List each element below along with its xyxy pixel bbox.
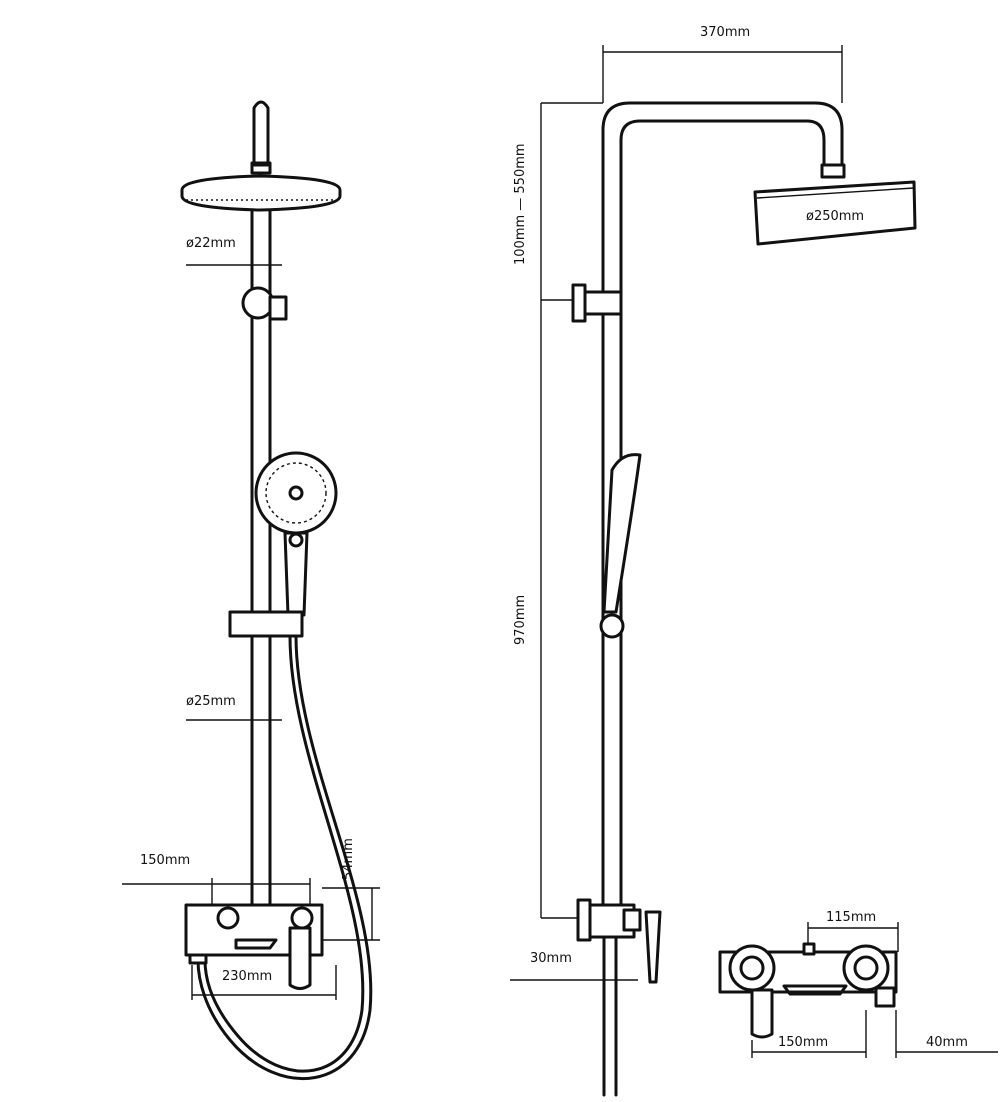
side-mixer-lever — [644, 910, 662, 984]
shower-arm — [601, 101, 844, 297]
dim-label-arm-length: 370mm — [700, 25, 750, 40]
dim-label-mixer-offset: 150mm — [140, 853, 190, 868]
dim-mixer-offset: 150mm — [122, 853, 311, 905]
dim-head-diameter: ø250mm — [806, 209, 864, 224]
side-shower-head — [753, 180, 917, 246]
hand-shower-handle — [283, 531, 309, 617]
dim-valve-depth: 40mm — [895, 1010, 998, 1058]
spout-outlet — [188, 953, 208, 965]
shower-arm-inner — [619, 119, 826, 297]
hand-shower-head — [254, 451, 338, 535]
slide-bracket — [228, 610, 304, 638]
side-hand-shower — [602, 453, 642, 614]
mixer-knob-left — [216, 906, 240, 930]
dim-spout-length: 230mm — [191, 965, 337, 1000]
dim-label-valve-width: 115mm — [826, 910, 876, 925]
dim-pipe-top: ø22mm — [186, 236, 282, 266]
overhead-shower-head — [180, 174, 342, 212]
valve-top-view: 115mm 150mm 40mm — [718, 910, 998, 1058]
valve-top-port — [802, 942, 816, 956]
side-mixer-port — [622, 908, 642, 932]
mixer-lever — [288, 926, 312, 990]
side-mixer-knob — [576, 898, 592, 942]
shower-hose-inner — [203, 634, 365, 1073]
dim-label-head-diameter: ø250mm — [806, 209, 864, 224]
shower-hose — [196, 634, 373, 1081]
valve-left-handle-core — [739, 955, 765, 981]
spout-detail — [234, 938, 278, 950]
dim-mixer-height: 54mm — [322, 838, 380, 941]
valve-spout-detail — [782, 984, 848, 996]
side-diverter-knob — [571, 283, 587, 323]
valve-right-handle-core — [853, 955, 879, 981]
dim-label-valve-centers: 150mm — [778, 1035, 828, 1050]
arm-nut — [820, 163, 846, 179]
dim-arm-length: 370mm — [602, 25, 843, 103]
dim-pipe-bottom: ø25mm — [186, 694, 282, 721]
valve-left-handle-ring — [728, 944, 776, 992]
diverter-handle — [268, 295, 288, 321]
dim-label-valve-depth: 40mm — [926, 1035, 968, 1050]
front-view: ø22mm ø25mm 150mm 54mm 230mm — [122, 100, 380, 1081]
finial-collar — [250, 161, 272, 175]
dim-label-pipe-bottom: ø25mm — [186, 694, 236, 709]
dim-label-mixer-height: 54mm — [341, 838, 356, 880]
dim-label-spout-length: 230mm — [222, 969, 272, 984]
dim-valve-centers: 150mm — [751, 1010, 867, 1058]
dim-label-bar-height: 970mm — [513, 595, 528, 645]
dim-valve-width: 115mm — [807, 910, 899, 952]
dim-label-pipe-top: ø22mm — [186, 236, 236, 251]
dim-label-wall-gap: 30mm — [530, 951, 572, 966]
valve-right-handle-ring — [842, 944, 890, 992]
mixer-knob-right — [290, 906, 314, 930]
handle-joint — [288, 532, 304, 548]
dim-label-height-adjust: 100mm — 550mm — [513, 143, 528, 265]
side-view: 370mm 100mm — 550mm ø250mm 970mm 30mm — [510, 25, 917, 1097]
side-slide-bracket — [599, 613, 625, 639]
valve-lever — [750, 988, 774, 1039]
side-diverter — [583, 290, 623, 316]
dim-wall-gap: 30mm — [510, 951, 638, 985]
top-finial — [252, 100, 270, 167]
hand-shower-nozzles — [265, 462, 327, 524]
dim-bar-height: 970mm — [513, 300, 578, 919]
valve-outlet — [874, 986, 896, 1008]
hand-shower-center — [288, 485, 304, 501]
dim-height-adjust: 100mm — 550mm — [513, 102, 603, 301]
